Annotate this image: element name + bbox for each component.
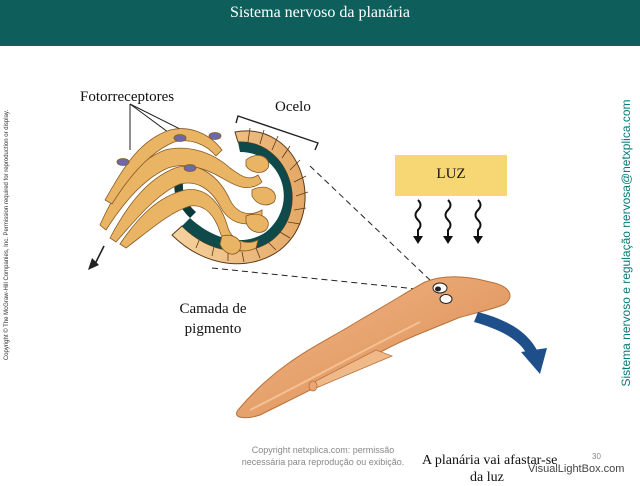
photoreceptor-cells (99, 128, 276, 255)
light-arrows (414, 199, 482, 238)
planarian (236, 276, 511, 419)
axon-arrow (88, 245, 105, 270)
ocellus-bracket (235, 115, 319, 151)
move-direction-arrow (474, 312, 547, 374)
page-number: 30 (592, 452, 601, 461)
light-label: LUZ (436, 166, 466, 182)
move-away-label-line2: da luz (470, 470, 504, 485)
pigment-layer-label-line1: Camada de (179, 301, 247, 317)
move-away-label-line1: A planária vai afastar-se (422, 453, 558, 468)
watermark: VisualLightBox.com (528, 463, 625, 475)
zoom-dashed-lines (211, 165, 433, 291)
footer-copyright: Copyright netxplica.com: permissão neces… (241, 445, 405, 467)
header-bar (0, 0, 640, 46)
ocellus-label: Ocelo (275, 99, 311, 115)
pigment-layer-label-line2: pigmento (184, 321, 242, 337)
page-title: Sistema nervoso da planária (230, 4, 410, 21)
light-box (395, 155, 507, 196)
light-arrowheads (413, 236, 483, 244)
photoreceptors-label: Fotorreceptores (80, 89, 175, 105)
